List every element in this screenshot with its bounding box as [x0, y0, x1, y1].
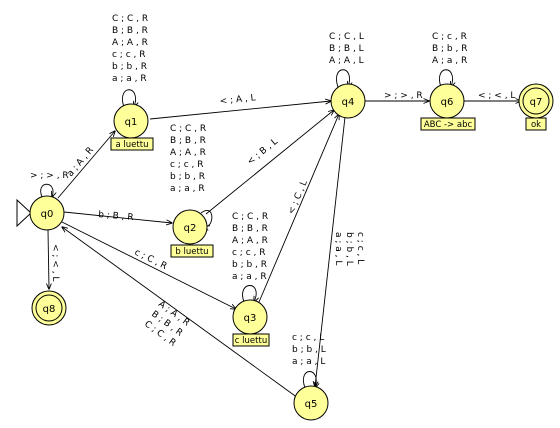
- q1-loop-line-6: a ; a , R: [112, 74, 147, 84]
- q4-loop-line-2: B ; B , L: [329, 44, 364, 54]
- state-q3-note: c luettu: [235, 336, 267, 346]
- q2-q4-label: < ; B , L: [246, 137, 280, 167]
- state-q8-final-ring: [35, 294, 63, 322]
- q4-loop-line-1: C ; C , L: [329, 32, 364, 42]
- state-q7-name: q7: [530, 97, 543, 108]
- q4-q5-label: a ; a , L b ; b , L c ; c , L: [333, 232, 365, 266]
- state-q7-note-box: [525, 117, 547, 131]
- q2-loop-line-4: c ; c , R: [170, 160, 204, 170]
- q5-loop-line-3: a ; a , L: [292, 357, 325, 367]
- q0-q2-label: b ; B , R: [98, 210, 134, 223]
- q6-loop-line-3: A ; a , R: [432, 56, 467, 66]
- edges: [16, 69, 521, 399]
- q6-loop-line-2: B ; b , R: [432, 44, 467, 54]
- loop-q4[interactable]: [336, 69, 349, 87]
- q1-q4-label: < ; A , L: [219, 93, 256, 107]
- q5-loop-line-1: c ; c , L: [292, 333, 324, 343]
- q1-loop-line-3: A ; A , R: [112, 38, 148, 48]
- state-q6-note: ABC -> abc: [424, 120, 473, 130]
- state-q3-note-box: [232, 333, 270, 347]
- state-q8-name: q8: [43, 304, 56, 315]
- loop-q3[interactable]: [242, 285, 257, 303]
- q0-q1-label: a ; A , R: [66, 145, 96, 178]
- q3-loop-line-2: B ; B , R: [232, 224, 268, 234]
- q5-q0-label: A ; A , R B ; B , R C ; C , R: [142, 299, 191, 348]
- state-q1[interactable]: q1 a luettu: [110, 103, 154, 151]
- q3-loop-line-3: A ; A , R: [232, 236, 268, 246]
- edge-q0-q2[interactable]: [63, 211, 172, 223]
- q1-loop-line-5: b ; b , R: [112, 62, 147, 72]
- q0-loop-label: > ; > , R: [30, 171, 69, 181]
- q4-q5-line-3: c ; c , L: [355, 232, 365, 264]
- q3-loop-line-1: C ; C , R: [232, 212, 268, 222]
- initial-state-marker: [16, 198, 32, 228]
- state-q2[interactable]: q2 b luettu: [170, 209, 214, 258]
- loop-label-q2: C ; C , R B ; B , R A ; A , R c ; c , R …: [170, 124, 206, 194]
- loop-label-q4: C ; C , L B ; B , L A ; A , L: [329, 32, 364, 66]
- state-q6-name: q6: [441, 97, 454, 108]
- state-q7-final-ring: [522, 87, 550, 115]
- q2-loop-line-2: B ; B , R: [170, 136, 206, 146]
- q4-q5-line-2: b ; b , L: [344, 232, 354, 266]
- q2-loop-line-5: b ; b , R: [170, 172, 205, 182]
- edge-q5-q0[interactable]: [62, 227, 299, 399]
- q4-q6-label: > ; > , R: [384, 91, 423, 101]
- edge-q3-q4[interactable]: [258, 114, 339, 303]
- q2-loop-line-3: A ; A , R: [170, 148, 206, 158]
- edge-q1-q4[interactable]: [149, 101, 331, 120]
- q2-loop-line-6: a ; a , R: [170, 184, 205, 194]
- q0-q8-label: < ; < , L: [50, 244, 60, 281]
- state-q3[interactable]: q3 c luettu: [232, 299, 270, 347]
- loop-label-q1: C ; C , R B ; B , R A ; A , R c ; c , R …: [112, 14, 148, 84]
- q3-loop-line-5: b ; b , R: [232, 260, 267, 270]
- q6-loop-line-1: C ; c , R: [432, 32, 467, 42]
- state-q1-name: q1: [125, 117, 138, 128]
- edge-q0-q1[interactable]: [57, 131, 115, 199]
- state-q7[interactable]: q7 ok: [518, 83, 554, 131]
- state-q4[interactable]: q4: [330, 83, 366, 119]
- state-q2-note: b luettu: [175, 247, 208, 257]
- q1-loop-line-2: B ; B , R: [112, 26, 148, 36]
- state-q6[interactable]: q6 ABC -> abc: [420, 83, 476, 131]
- q5-loop-line-2: b ; b , L: [292, 345, 326, 355]
- state-q8[interactable]: q8: [31, 290, 67, 326]
- q3-loop-line-4: c ; c , R: [232, 248, 266, 258]
- state-q3-name: q3: [244, 313, 257, 324]
- q2-loop-line-1: C ; C , R: [170, 124, 206, 134]
- state-q6-note-box: [420, 117, 476, 131]
- state-q4-name: q4: [342, 97, 355, 108]
- loop-label-q3: C ; C , R B ; B , R A ; A , R c ; c , R …: [232, 212, 268, 282]
- state-q5[interactable]: q5: [293, 385, 329, 421]
- loop-q6[interactable]: [439, 69, 452, 87]
- loop-q5[interactable]: [303, 371, 316, 389]
- state-q7-note: ok: [531, 120, 541, 130]
- state-q0[interactable]: q0: [29, 195, 65, 231]
- state-q1-note-box: [110, 137, 154, 151]
- state-q1-note: a luettu: [116, 140, 149, 150]
- state-q2-note-box: [170, 244, 214, 258]
- loop-q1[interactable]: [122, 89, 135, 107]
- loop-q0[interactable]: [40, 183, 53, 197]
- states: q0 q1 a luettu q2 b luettu q3 c luettu q…: [29, 83, 554, 421]
- state-q0-name: q0: [41, 209, 54, 220]
- q4-q5-line-1: a ; a , L: [333, 232, 343, 265]
- state-q2-name: q2: [184, 223, 197, 234]
- q1-loop-line-1: C ; C , R: [112, 14, 148, 24]
- loop-label-q6: C ; c , R B ; b , R A ; a , R: [432, 32, 467, 66]
- q6-q7-label: < ; < , L: [478, 91, 515, 101]
- edge-labels: C ; C , R B ; B , R A ; A , R c ; c , R …: [30, 14, 515, 367]
- edge-q0-q8[interactable]: [48, 229, 49, 289]
- edge-q4-q5[interactable]: [315, 116, 346, 387]
- loop-label-q5: c ; c , L b ; b , L a ; a , L: [292, 333, 326, 367]
- edge-q0-q3[interactable]: [61, 221, 236, 309]
- q4-loop-line-3: A ; A , L: [329, 56, 364, 66]
- edge-q2-q4[interactable]: [205, 110, 334, 215]
- q1-loop-line-4: c ; c , R: [112, 50, 146, 60]
- state-q5-name: q5: [305, 399, 318, 410]
- q3-loop-line-6: a ; a , R: [232, 272, 267, 282]
